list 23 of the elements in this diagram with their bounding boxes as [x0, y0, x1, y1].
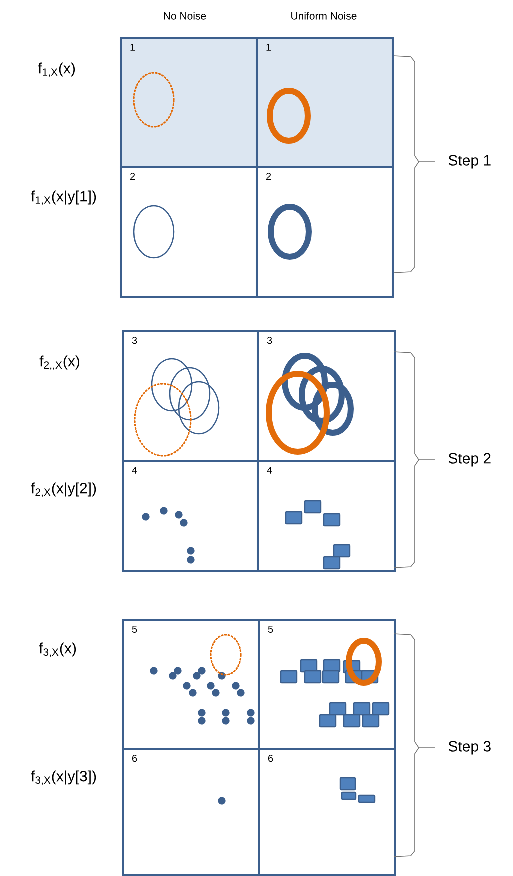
step-label: Step 2	[448, 453, 491, 467]
row-label: f$_{2,,X}$(x)	[40, 356, 80, 370]
column-header: No Noise	[164, 12, 206, 20]
panel-cell: 3	[257, 330, 396, 462]
row-label: f$_{1,X}$(x)	[38, 62, 76, 78]
panel-cell: 2	[120, 166, 258, 298]
panel-cell: 6	[122, 748, 260, 876]
panel-cell: 1	[120, 37, 258, 168]
step-label: Step 3	[448, 741, 491, 755]
panel-cell: 1	[256, 37, 394, 168]
column-header: Uniform Noise	[292, 12, 357, 20]
panel-cell: 5	[258, 619, 396, 750]
panel-cell: 5	[122, 619, 260, 750]
row-label: f$_{3,X}$(x)	[39, 642, 76, 658]
panel-cell: 4	[122, 460, 259, 572]
row-label: f$_{2,X}$(x|y[2])	[31, 482, 96, 498]
row-label: f$_{1,X}$(x|y[1])	[31, 190, 96, 206]
row-label: f$_{3,X}$(x|y[3])	[31, 770, 96, 786]
panel-cell: 2	[256, 166, 394, 298]
step-label: Step 1	[448, 155, 491, 169]
panel-cell: 4	[257, 460, 396, 572]
panel-cell: 6	[258, 748, 396, 876]
panel-cell: 3	[122, 330, 259, 462]
